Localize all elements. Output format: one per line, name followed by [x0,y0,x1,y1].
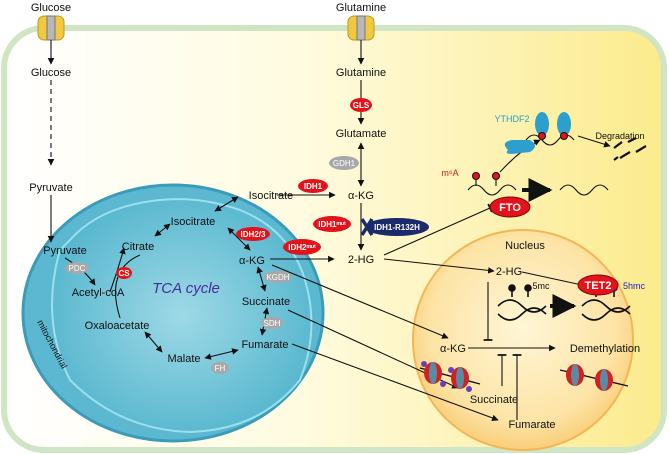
enzyme-fh: FH [211,362,229,374]
label-akg-cyto: α-KG [348,190,374,202]
label-tca-cycle: TCA cycle [152,280,220,297]
svg-text:CS: CS [118,269,130,278]
enzyme-cs: CS [116,267,132,279]
label-ythdf2: YTHDF2 [494,114,529,124]
label-citrate: Citrate [122,241,154,253]
nucleosome-methylated-icon [419,361,481,392]
label-isocitrate-mito: Isocitrate [171,216,216,228]
dna-5mc-icon [497,284,547,321]
label-glutamine-top: Glutamine [336,2,386,14]
label-akg-mito: α-KG [239,255,265,267]
enzyme-kgdh: KGDH [264,271,292,283]
svg-text:FH: FH [215,364,226,373]
label-fumarate-mito: Fumarate [241,339,288,351]
svg-text:IDH2/3: IDH2/3 [241,230,266,239]
glutamine-transporter-icon [347,15,375,41]
svg-text:KGDH: KGDH [266,273,289,282]
svg-text:GLS: GLS [353,101,370,110]
label-succinate-nucleus: Succinate [470,394,518,406]
enzyme-gls: GLS [350,98,372,112]
enzyme-idh23: IDH2/3 [236,227,270,241]
label-pyruvate-cyto: Pyruvate [29,182,72,194]
degraded-mrna-icon [613,137,647,161]
label-5mc: 5mc [532,281,550,291]
nucleosome-demethylated-icon [559,364,629,391]
label-m6a: m⁶A [441,168,458,178]
svg-text:SDH: SDH [264,319,281,328]
svg-text:PDC: PDC [69,264,86,273]
label-glutamate: Glutamate [336,128,387,140]
label-fumarate-out: Fumarate [508,419,555,431]
label-degradation: Degradation [595,131,644,141]
label-oxaloacetate: Oxaloacetate [85,320,150,332]
label-succinate-mito: Succinate [242,296,290,308]
inhibition-cross-icon [360,218,374,236]
enzyme-gdh1: GDH1 [329,156,359,170]
svg-text:TET2: TET2 [585,280,612,292]
svg-text:IDH2ᵐᵘᵗ: IDH2ᵐᵘᵗ [288,243,316,252]
label-2hg-nucleus: 2-HG [496,266,522,278]
enzyme-pdc: PDC [65,262,89,274]
enzyme-sdh: SDH [261,317,283,329]
glucose-transporter-icon [37,15,65,41]
enzyme-fto: FTO [489,196,531,218]
label-isocitrate-cyto: Isocitrate [249,190,294,202]
label-malate: Malate [167,353,200,365]
enzyme-tet2: TET2 [577,274,619,296]
label-glucose: Glucose [31,67,71,79]
mrna-demethylated [559,184,609,196]
enzyme-idh1: IDH1 [298,179,328,193]
svg-text:GDH1: GDH1 [333,159,356,168]
ythdf2-protein-icon [504,140,535,154]
mitochondrion-cristae [51,198,313,434]
enzyme-idh2-mut: IDH2ᵐᵘᵗ [283,239,321,255]
label-glutamine: Glutamine [336,67,386,79]
nucleus [412,229,634,451]
label-pyruvate-mito: Pyruvate [43,245,86,257]
svg-text:IDH1ᵐᵘᵗ: IDH1ᵐᵘᵗ [318,220,346,229]
label-5hmc: 5hmc [623,281,646,291]
svg-text:FTO: FTO [499,202,521,214]
svg-text:IDH1: IDH1 [304,182,323,191]
label-acetyl-coa: Acetyl-coA [72,287,125,299]
ythdf2-bound-mrna [525,112,575,146]
label-2hg: 2-HG [348,254,374,266]
label-glucose-top: Glucose [31,2,71,14]
label-demethylation: Demethylation [570,343,640,355]
enzyme-idh1-r132h: IDH1-R132H [365,218,429,236]
svg-text:IDH1-R132H: IDH1-R132H [374,223,420,232]
label-akg-nucleus: α-KG [440,343,466,355]
enzyme-idh1-mut: IDH1ᵐᵘᵗ [313,216,351,232]
label-nucleus: Nucleus [505,240,545,252]
